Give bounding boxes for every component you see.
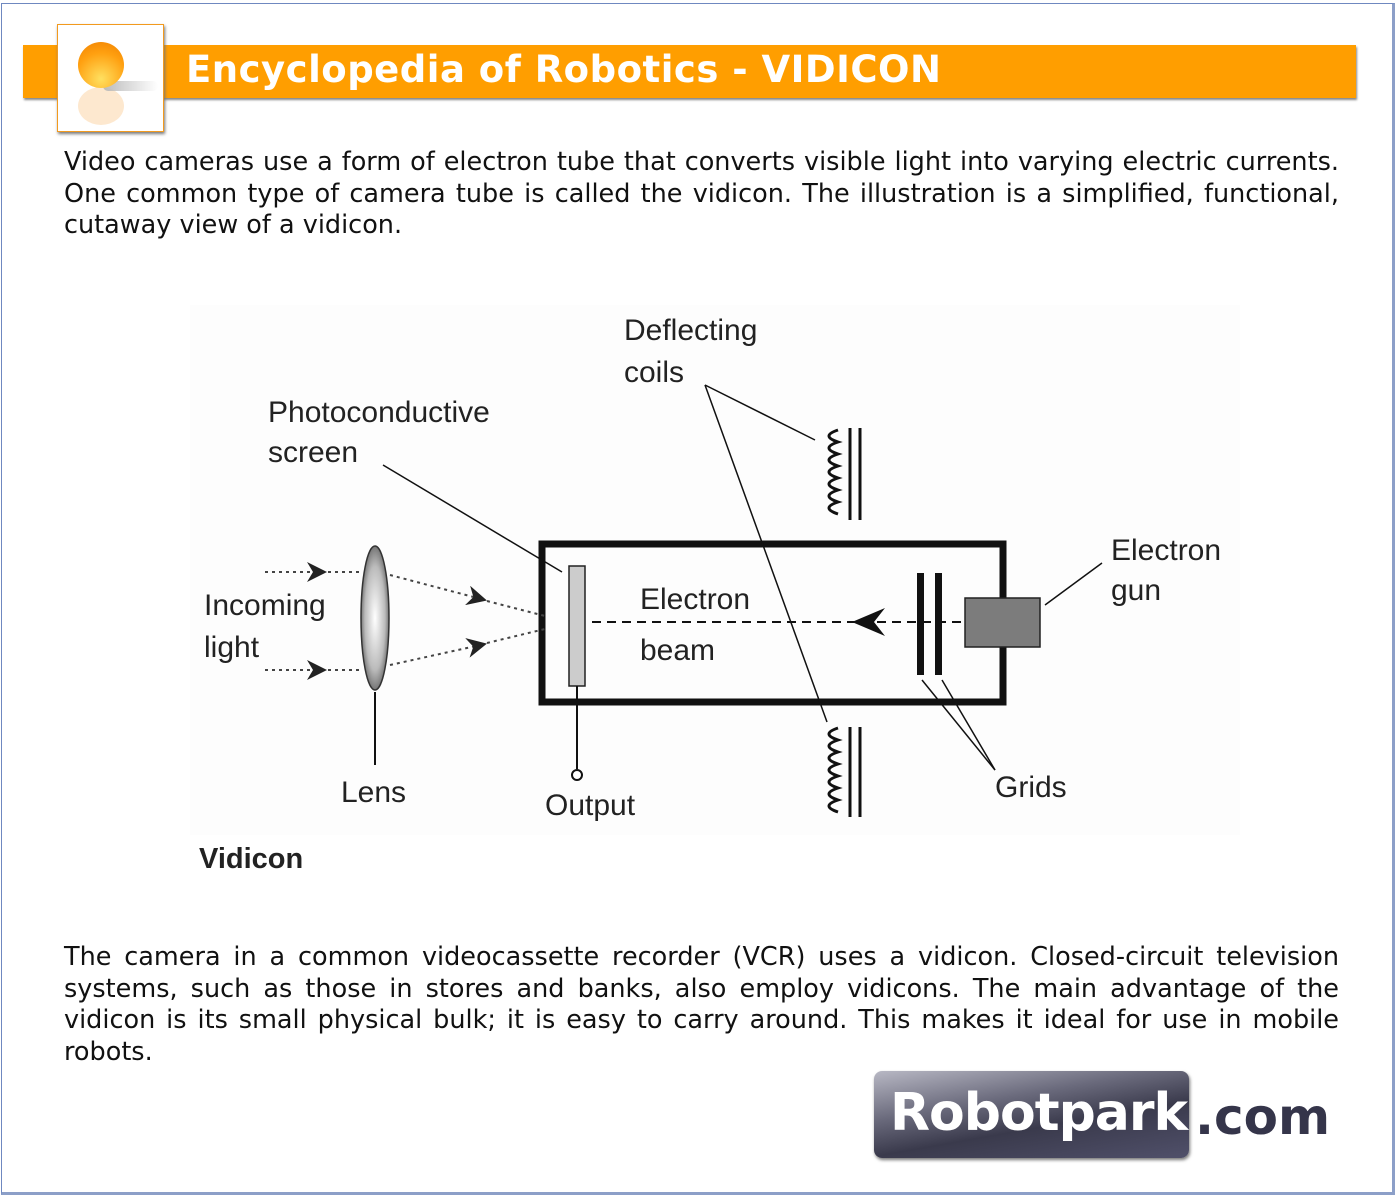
- beam-arrowhead: [852, 608, 885, 636]
- header-logo: [57, 24, 164, 132]
- orange-sphere-icon: [78, 42, 124, 88]
- grid-1: [917, 573, 924, 675]
- label-electron-beam-2: beam: [640, 634, 715, 667]
- grid-2: [935, 573, 942, 675]
- label-screen: screen: [268, 436, 358, 469]
- deflecting-coil-bottom: [827, 726, 862, 817]
- label-deflecting: Deflecting: [624, 314, 757, 347]
- label-output: Output: [545, 789, 636, 822]
- electron-gun: [964, 597, 1041, 648]
- label-electron-gun-2: gun: [1111, 574, 1161, 607]
- label-electron-beam-1: Electron: [640, 583, 750, 616]
- label-light: light: [204, 631, 260, 664]
- sphere-shadow: [103, 81, 158, 91]
- body-paragraph: The camera in a common videocassette rec…: [64, 942, 1339, 1067]
- logo-text: Robotpark: [890, 1083, 1188, 1143]
- incoming-light-rays: [265, 562, 546, 680]
- title-banner: [23, 45, 1356, 98]
- lens: [360, 545, 390, 691]
- logo-suffix: .com: [1195, 1088, 1331, 1146]
- label-lens: Lens: [341, 776, 406, 809]
- label-electron-gun-1: Electron: [1111, 534, 1221, 567]
- deflecting-coil-top: [827, 428, 862, 520]
- label-grids: Grids: [995, 771, 1067, 804]
- intro-paragraph: Video cameras use a form of electron tub…: [64, 147, 1339, 240]
- robotpark-logo[interactable]: Robotpark: [874, 1071, 1189, 1158]
- label-pointers: [382, 384, 1103, 771]
- photoconductive-screen: [568, 565, 586, 687]
- page-title: Encyclopedia of Robotics - VIDICON: [186, 48, 942, 91]
- label-coils: coils: [624, 356, 684, 389]
- label-incoming: Incoming: [204, 589, 326, 622]
- page-frame: [1, 3, 1395, 1195]
- sphere-reflection-icon: [78, 87, 124, 125]
- output-terminal: [571, 769, 583, 781]
- diagram-background: [190, 305, 1240, 835]
- label-photoconductive: Photoconductive: [268, 396, 490, 429]
- diagram-caption: Vidicon: [199, 843, 303, 875]
